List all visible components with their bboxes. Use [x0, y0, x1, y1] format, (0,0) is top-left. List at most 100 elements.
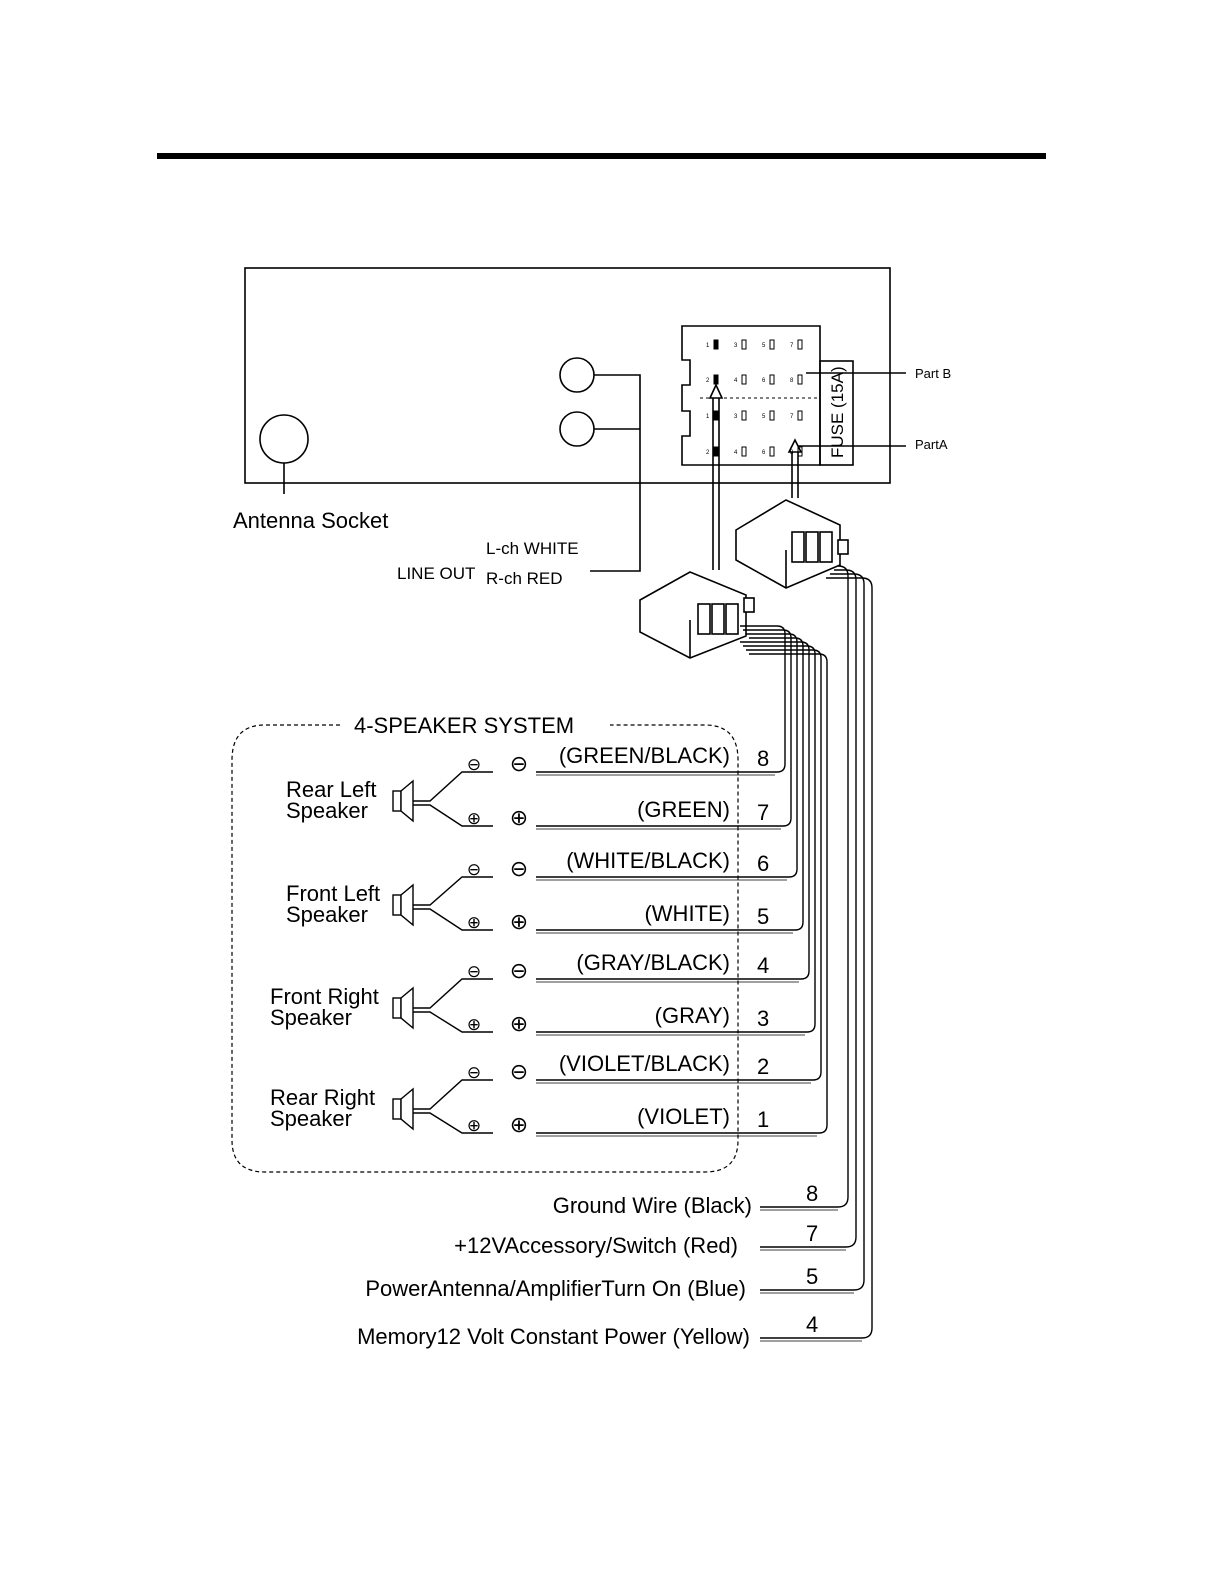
speaker-wire-pin: 8	[757, 746, 769, 771]
speaker-wire-pin: 6	[757, 851, 769, 876]
pin-contact	[797, 410, 803, 421]
speaker-wire	[536, 625, 786, 773]
pin-number: 8	[790, 378, 794, 384]
plus-terminal-icon: ⊕	[510, 805, 528, 830]
plus-terminal-icon: ⊕	[510, 1011, 528, 1036]
speaker-icon	[392, 790, 402, 812]
minus-terminal-icon: ⊖	[510, 856, 528, 881]
pin-number: 3	[734, 414, 738, 420]
speaker-wire	[536, 641, 810, 980]
minus-lead-icon: ⊖	[467, 755, 481, 774]
pin-contact	[713, 374, 719, 385]
speaker-lead	[413, 804, 493, 827]
power-wire	[760, 569, 857, 1248]
pin-contact	[769, 339, 775, 350]
speaker-lead	[413, 1112, 493, 1134]
power-wire-label: Ground Wire (Black)	[553, 1193, 752, 1218]
pin-number: 5	[762, 414, 766, 420]
pin-number: 1	[706, 343, 710, 349]
speaker-wire	[536, 653, 828, 1134]
plus-lead-icon: ⊕	[467, 1116, 481, 1135]
pin-contact	[769, 446, 775, 457]
speaker-wire	[536, 645, 816, 1033]
wire-bundle: (GREEN/BLACK) 8 ⊖ (GREEN) 7 ⊕ (WHITE/BLACK) 6 ⊖ (…	[357, 565, 873, 1349]
speaker-lead	[413, 876, 493, 906]
minus-lead-icon: ⊖	[467, 860, 481, 879]
speaker-icon	[392, 997, 402, 1019]
pin-number: 8	[790, 450, 794, 456]
speaker-system-title: 4-SPEAKER SYSTEM	[354, 713, 574, 738]
speaker-cone-icon	[400, 883, 414, 927]
speaker-icon	[392, 894, 402, 916]
pin-number: 4	[734, 450, 738, 456]
pin-contact	[769, 374, 775, 385]
speaker-wire-color: (GREEN/BLACK)	[559, 743, 730, 768]
pin-contact	[741, 374, 747, 385]
power-wire-pin: 7	[806, 1221, 818, 1246]
rca-left-jack-icon	[559, 357, 595, 393]
pin-contact	[741, 410, 747, 421]
pin-contact	[713, 339, 719, 350]
pin-contact	[713, 446, 719, 457]
pin-contact	[797, 339, 803, 350]
pin-contact	[769, 410, 775, 421]
speaker-wire-pin: 7	[757, 800, 769, 825]
minus-terminal-icon: ⊖	[510, 751, 528, 776]
pin-number: 7	[790, 414, 794, 420]
speaker-lead	[413, 1011, 493, 1033]
pin-number: 1	[706, 414, 710, 420]
speaker-cone-icon	[400, 779, 414, 823]
pin-contact	[741, 446, 747, 457]
speaker-lead	[413, 1079, 493, 1110]
speaker-sub-label: Speaker	[286, 902, 368, 927]
line-out-label: LINE OUT	[397, 564, 475, 583]
speaker-wire	[536, 637, 804, 931]
speaker-wire-color: (VIOLET/BLACK)	[559, 1051, 730, 1076]
speaker-lead	[413, 771, 493, 802]
power-wire-pin: 5	[806, 1264, 818, 1289]
line-out-right-channel: R-ch RED	[486, 569, 563, 588]
power-wire	[760, 577, 873, 1339]
pin-contact	[797, 374, 803, 385]
plus-lead-icon: ⊕	[467, 809, 481, 828]
plug-connector-speakers	[639, 571, 755, 659]
plus-lead-icon: ⊕	[467, 913, 481, 932]
pin-number: 6	[762, 450, 766, 456]
pin-contact	[713, 410, 719, 421]
speaker-wire-color: (GRAY)	[655, 1003, 730, 1028]
fuse-label: FUSE (15A)	[828, 366, 847, 458]
pin-number: 4	[734, 378, 738, 384]
speaker-wire	[536, 649, 822, 1081]
speaker-wire-color: (WHITE/BLACK)	[566, 848, 730, 873]
speaker-cone-icon	[400, 986, 414, 1030]
plus-terminal-icon: ⊕	[510, 909, 528, 934]
speaker-wire-color: (GREEN)	[637, 797, 730, 822]
speaker-wire-pin: 2	[757, 1054, 769, 1079]
power-wire	[760, 565, 849, 1208]
speaker-wire	[536, 629, 792, 827]
pin-number: 6	[762, 378, 766, 384]
pin-number: 2	[706, 450, 710, 456]
speaker-sub-label: Speaker	[270, 1106, 352, 1131]
plug-connector-power	[735, 499, 849, 589]
speaker-icon	[392, 1098, 402, 1120]
speaker-wire	[536, 633, 798, 878]
minus-lead-icon: ⊖	[467, 1063, 481, 1082]
minus-terminal-icon: ⊖	[510, 958, 528, 983]
antenna-socket-icon	[259, 414, 309, 464]
speaker-sub-label: Speaker	[286, 798, 368, 823]
pin-contact	[797, 446, 803, 457]
speaker-name: Front Right	[270, 984, 379, 1009]
speaker-wire-color: (GRAY/BLACK)	[576, 950, 730, 975]
power-wire-pin: 4	[806, 1312, 818, 1337]
header-rule	[157, 153, 1046, 159]
minus-terminal-icon: ⊖	[510, 1059, 528, 1084]
pin-number: 2	[706, 378, 710, 384]
minus-lead-icon: ⊖	[467, 962, 481, 981]
fuse-holder	[819, 360, 854, 466]
speaker-name: Rear Right	[270, 1085, 375, 1110]
